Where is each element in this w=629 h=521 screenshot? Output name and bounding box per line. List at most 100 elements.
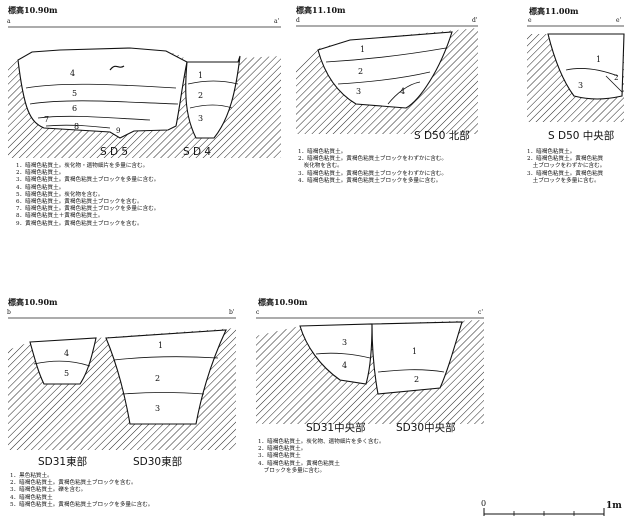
section-e-layer-number: 1 (596, 55, 602, 64)
section-a-layer-number: 8 (74, 122, 80, 131)
section-a-inclusion-mark (109, 65, 125, 71)
section-e-layer-number: 2 (614, 74, 619, 82)
section-a-profile (8, 26, 281, 158)
section-b-layer-number: 5 (64, 369, 70, 378)
section-a-sd5-fill (17, 47, 188, 139)
section-b-caption-sd31: SD31東部 (38, 456, 88, 468)
section-d-end-label: d' (472, 17, 478, 24)
section-c-layer-number: 3 (342, 338, 348, 347)
section-a-layer-boundary (37, 115, 151, 121)
section-a-layer-number: 9 (116, 127, 121, 135)
section-b-profile (8, 317, 236, 450)
section-b-layer-number: 3 (155, 404, 161, 413)
section-a-caption-sd4: S D 4 (183, 146, 212, 158)
section-c-layer-number: 4 (342, 361, 348, 370)
section-c-layer-boundary (315, 352, 371, 359)
scale-bar (483, 508, 605, 516)
section-c-note: 1．暗褐色粘質土。炭化物、遺物細片を多く含む。 (258, 439, 385, 445)
section-b-layer-number: 2 (155, 374, 161, 383)
section-a-layer-number: 7 (44, 115, 50, 124)
section-c-note: 4．暗褐色粘質土。黄褐色粘質土 (258, 460, 340, 467)
section-c-sd30-fill (371, 321, 463, 395)
scale-bar-end-label: 1m (606, 501, 622, 511)
section-c-layer-boundary (377, 369, 445, 373)
section-a-layer-number: 1 (198, 71, 204, 80)
section-c-sd31-fill (299, 323, 373, 385)
section-c-caption-sd31: SD31中央部 (306, 422, 366, 434)
section-a-layer-boundary (189, 104, 233, 109)
section-a-layer-boundary (29, 100, 179, 105)
section-b-note: 1．黒色粘質土。 (10, 473, 53, 479)
section-a-layer-boundary (187, 80, 239, 85)
section-b-start-label: b (7, 309, 11, 316)
section-c-note: 2．暗褐色粘質土。 (258, 446, 307, 453)
section-d-note: 4．暗褐色粘質土。黄褐色粘質土ブロックを多量に含む。 (298, 177, 442, 184)
section-c-layer-number: 2 (414, 375, 420, 384)
section-d-caption: S D50 北部 (414, 130, 470, 142)
section-c-profile (256, 317, 484, 424)
section-a-note: 3．暗褐色粘質土。黄褐色粘質土ブロックを多量に含む。 (16, 177, 160, 184)
section-e-note: 土ブロックを多量に含む。 (527, 177, 600, 184)
section-b-layer-boundary (121, 392, 205, 395)
section-b-sd30-fill (105, 329, 227, 425)
section-e-layer-number: 3 (578, 81, 584, 90)
section-a-layer-boundary (25, 83, 177, 89)
section-b-layer-boundary (33, 360, 91, 367)
section-a-layer-number: 2 (198, 91, 204, 100)
section-b-note: 5．暗褐色粘質土。黄褐色粘質土ブロックを多量に含む。 (10, 501, 154, 508)
section-e-note: 3．暗褐色粘質土。黄褐色粘質 (527, 170, 604, 177)
section-b-note: 2．暗褐色粘質土。黄褐色粘質土ブロックを含む。 (10, 480, 137, 487)
section-d-note: 2．暗褐色粘質土。黄褐色粘質土ブロックをわずかに含む。 (298, 156, 447, 163)
section-b-note: 4．暗褐色粘質土 (10, 494, 53, 501)
section-e-caption: S D50 中央部 (548, 130, 615, 142)
section-a-note: 4．暗褐色粘質土。 (16, 184, 65, 191)
section-d-profile (296, 25, 478, 134)
section-a-sd4-fill (185, 55, 241, 139)
section-a-caption-sd5: S D 5 (100, 146, 129, 158)
section-a-layer-number: 3 (198, 114, 204, 123)
section-c-start-label: c (256, 309, 260, 316)
section-b-layer-number: 1 (158, 341, 164, 350)
section-d-elevation: 標高11.10m (296, 5, 346, 15)
section-e-layer-boundary (605, 75, 623, 93)
section-c-end-label: c' (478, 309, 484, 316)
section-d-layer-boundary (387, 81, 421, 105)
section-e-note: 土ブロックをわずかに含む。 (527, 163, 606, 170)
section-b-layer-boundary (113, 356, 219, 361)
section-e-end-label: e' (616, 17, 622, 24)
section-a-layer-number: 5 (72, 89, 78, 98)
section-e-note: 1．暗褐色粘質土。 (527, 149, 576, 155)
section-e-start-label: e (528, 17, 532, 24)
section-a-note: 8．暗褐色粘質土＋黄褐色粘質土。 (16, 213, 104, 220)
section-d-notes: 1．暗褐色粘質土。 2．暗褐色粘質土。黄褐色粘質土ブロックをわずかに含む。 炭化… (298, 149, 447, 185)
section-b-layer-number: 4 (64, 349, 70, 358)
section-d-note: 炭化物を含む。 (298, 163, 343, 170)
section-d-layer-number: 2 (358, 67, 364, 76)
section-e-notes: 1．暗褐色粘質土。 2．暗褐色粘質土。黄褐色粘質 土ブロックをわずかに含む。 3… (527, 149, 605, 185)
section-d-start-label: d (296, 17, 300, 24)
section-a-note: 7．暗褐色粘質土。黄褐色粘質土ブロックを多量に含む。 (16, 206, 160, 213)
section-c-note: 3．暗褐色粘質土 (258, 453, 301, 460)
section-a-note: 9．黄褐色粘質土。黄褐色粘質土ブロックを含む。 (16, 220, 143, 227)
section-a-elevation: 標高10.90m (8, 5, 58, 15)
section-a-note: 1．暗褐色粘質土。炭化物・遺物細片を多量に含む。 (16, 163, 149, 169)
section-d-layer-boundary (337, 71, 431, 85)
section-a-end-label: a' (274, 18, 280, 25)
section-d-layer-number: 3 (356, 87, 362, 96)
section-d-layer-number: 1 (360, 45, 366, 54)
section-a-note: 2．暗褐色粘質土。 (16, 170, 65, 177)
section-e-layer-boundary (565, 68, 619, 77)
section-d-note: 1．暗褐色粘質土。 (298, 149, 347, 155)
section-b-notes: 1．黒色粘質土。 2．暗褐色粘質土。黄褐色粘質土ブロックを含む。 3．暗褐色粘質… (10, 473, 153, 509)
section-b-end-label: b' (229, 309, 235, 316)
section-a-note: 6．暗褐色粘質土。黄褐色粘質土ブロックを含む。 (16, 199, 143, 206)
section-b-note: 3．暗褐色粘質土。礫を含む。 (10, 487, 87, 494)
section-a-layer-number: 4 (70, 69, 76, 78)
section-d-layer-number: 4 (400, 87, 406, 96)
section-e-profile (527, 25, 625, 122)
section-a-note: 5．暗褐色粘質土。炭化物を含む。 (16, 191, 104, 198)
section-b-elevation: 標高10.90m (8, 297, 58, 307)
section-a-layer-boundary (45, 124, 111, 129)
